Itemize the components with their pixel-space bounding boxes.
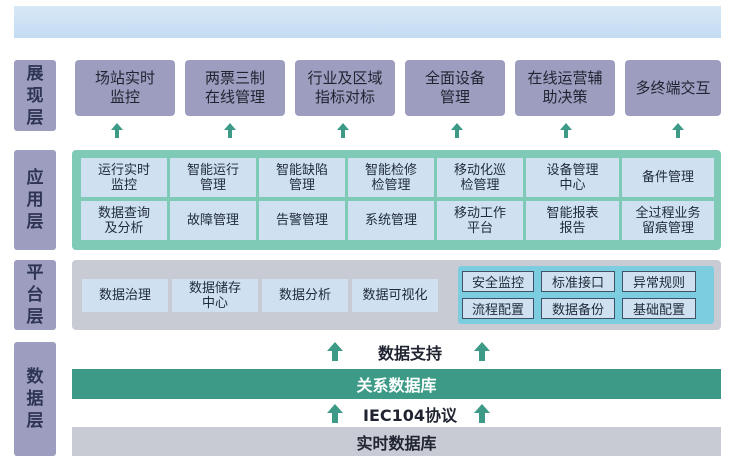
display-box-multi-terminal: 多终端交互 <box>625 60 721 116</box>
platform-cell: 数据分析 <box>262 279 348 312</box>
layer-label-char: 数 <box>26 367 44 387</box>
app-cell: 运行实时监控 <box>81 158 167 197</box>
relational-db-bar: 关系数据库 <box>72 369 721 399</box>
layer-label-char: 用 <box>26 190 44 210</box>
layer-label-display: 展 现 层 <box>14 60 56 131</box>
cell-line: 智能检修 <box>364 162 417 178</box>
cell-line: 中心 <box>201 295 228 311</box>
layer-label-char: 应 <box>26 168 44 188</box>
data-support-label: 数据支持 <box>377 344 442 363</box>
box-line: 全面设备 <box>424 69 485 87</box>
cell-line: 监控 <box>110 177 137 193</box>
cell-line: 报告 <box>559 220 586 236</box>
app-cell: 智能检修检管理 <box>348 158 434 197</box>
cell-line: 数据分析 <box>278 288 331 303</box>
app-cell: 备件管理 <box>622 158 714 197</box>
box-line: 指标对标 <box>314 88 375 106</box>
cell-line: 检管理 <box>371 177 411 193</box>
box-line: 监控 <box>109 88 140 106</box>
layer-label-char: 据 <box>26 389 44 409</box>
top-banner <box>14 6 721 38</box>
app-cell: 系统管理 <box>348 201 434 240</box>
platform-tag: 异常规则 <box>622 271 696 292</box>
box-line: 场站实时 <box>94 69 155 87</box>
app-cell: 移动化巡检管理 <box>437 158 523 197</box>
platform-cell: 数据储存中心 <box>172 279 258 312</box>
layer-label-application: 应 用 层 <box>14 150 56 250</box>
cell-line: 运行实时 <box>97 162 150 178</box>
app-cell: 全过程业务留痕管理 <box>622 201 714 240</box>
display-box-benchmark: 行业及区域指标对标 <box>295 60 395 116</box>
cell-line: 故障管理 <box>186 213 239 228</box>
box-line: 行业及区域 <box>307 69 383 87</box>
app-cell: 智能缺陷管理 <box>259 158 345 197</box>
display-box-equipment: 全面设备管理 <box>405 60 505 116</box>
platform-tag: 标准接口 <box>541 271 615 292</box>
cell-line: 备件管理 <box>641 170 694 185</box>
app-cell: 移动工作平台 <box>437 201 523 240</box>
box-line: 两票三制 <box>204 69 265 87</box>
platform-tag: 安全监控 <box>462 271 534 292</box>
layer-label-char: 层 <box>26 107 44 128</box>
realtime-db-bar: 实时数据库 <box>72 427 721 456</box>
layer-label-char: 现 <box>26 85 44 106</box>
display-box-station-monitoring: 场站实时监控 <box>75 60 175 116</box>
cell-line: 检管理 <box>460 177 500 193</box>
box-line: 多终端交互 <box>635 78 711 97</box>
layer-label-char: 层 <box>26 411 44 431</box>
layer-label-char: 台 <box>26 285 44 305</box>
cell-line: 数据可视化 <box>362 288 428 303</box>
cell-line: 移动化巡 <box>453 162 506 178</box>
cell-line: 管理 <box>288 177 315 193</box>
app-cell: 数据查询及分析 <box>81 201 167 240</box>
cell-line: 平台 <box>466 220 493 236</box>
app-cell: 智能运行管理 <box>170 158 256 197</box>
cell-line: 智能缺陷 <box>275 162 328 178</box>
cell-line: 数据储存 <box>188 280 241 296</box>
platform-tag: 基础配置 <box>622 298 696 319</box>
app-cell: 设备管理中心 <box>526 158 619 197</box>
platform-tag: 流程配置 <box>462 298 534 319</box>
cell-line: 系统管理 <box>364 213 417 228</box>
cell-line: 数据治理 <box>98 288 151 303</box>
app-cell: 告警管理 <box>259 201 345 240</box>
layer-label-platform: 平 台 层 <box>14 260 56 330</box>
cell-line: 智能报表 <box>546 205 599 221</box>
layer-label-char: 层 <box>26 307 44 327</box>
app-cell: 故障管理 <box>170 201 256 240</box>
layer-label-data: 数 据 层 <box>14 342 56 456</box>
cell-line: 管理 <box>199 177 226 193</box>
display-box-decision: 在线运营辅助决策 <box>515 60 615 116</box>
cell-line: 及分析 <box>104 220 144 236</box>
platform-cell: 数据治理 <box>82 279 168 312</box>
cell-line: 中心 <box>559 177 586 193</box>
platform-tag: 数据备份 <box>541 298 615 319</box>
protocol-label: IEC104协议 <box>362 406 458 425</box>
cell-line: 告警管理 <box>275 213 328 228</box>
cell-line: 数据查询 <box>97 205 150 221</box>
layer-label-char: 层 <box>26 212 44 232</box>
layer-label-char: 平 <box>26 263 44 283</box>
box-line: 在线运营辅 <box>527 69 603 87</box>
box-line: 助决策 <box>542 88 588 106</box>
box-line: 管理 <box>439 88 470 106</box>
display-box-tickets: 两票三制在线管理 <box>185 60 285 116</box>
platform-cell: 数据可视化 <box>352 279 438 312</box>
box-line: 在线管理 <box>204 88 265 106</box>
cell-line: 设备管理 <box>546 162 599 178</box>
cell-line: 全过程业务 <box>635 205 701 221</box>
cell-line: 移动工作 <box>453 205 506 221</box>
app-cell: 智能报表报告 <box>526 201 619 240</box>
cell-line: 留痕管理 <box>641 220 694 236</box>
cell-line: 智能运行 <box>186 162 239 178</box>
layer-label-char: 展 <box>26 63 44 84</box>
